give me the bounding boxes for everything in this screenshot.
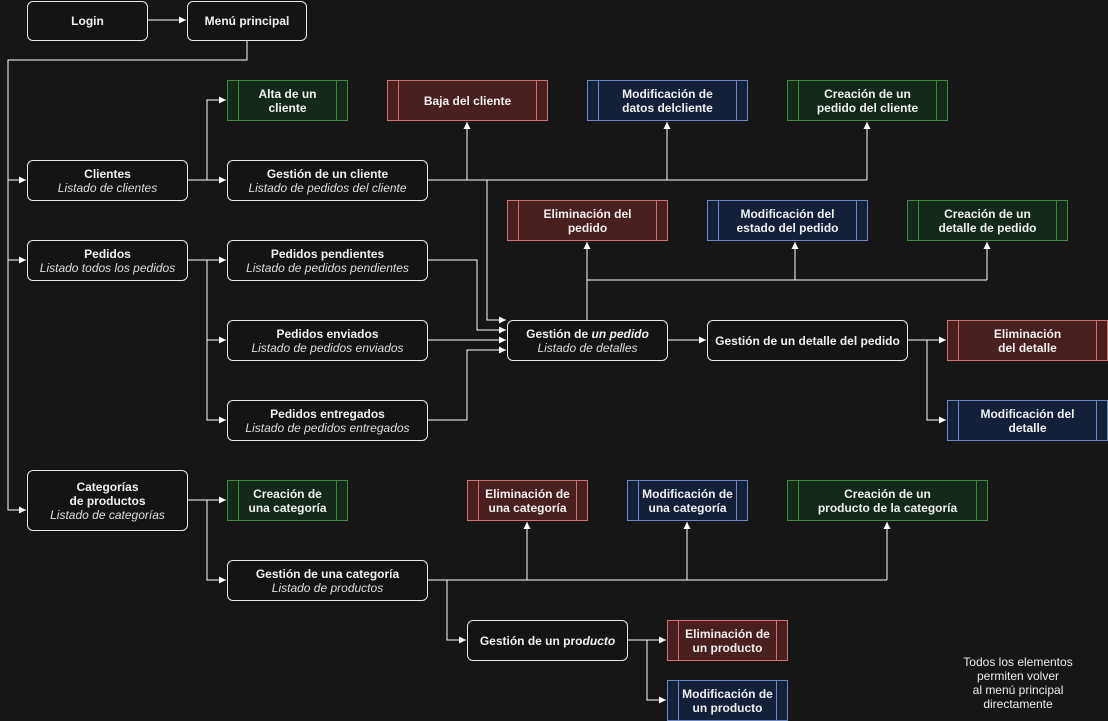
pedidos-pendientes-subtitle: Listado de pedidos pendientes — [246, 260, 409, 275]
pedidos-entregados-node[interactable]: Pedidos entregados Listado de pedidos en… — [227, 400, 428, 441]
gestion-cliente-subtitle: Listado de pedidos del cliente — [248, 180, 407, 195]
categorias-title: Categorías de productos — [69, 479, 146, 508]
elim-detalle-label: Eliminación del detalle — [993, 326, 1062, 355]
navigation-note: Todos los elementos permiten volver al m… — [963, 655, 1073, 711]
edge-producto-mod — [646, 640, 666, 704]
crear-pedido-cliente-label: Creación de un pedido del cliente — [816, 86, 919, 115]
pedidos-subtitle: Listado todos los pedidos — [39, 260, 176, 275]
crear-detalle-label: Creación de un detalle de pedido — [938, 206, 1037, 235]
elim-pedido-node[interactable]: Eliminación del pedido — [507, 200, 668, 241]
mod-estado-pedido-node[interactable]: Modificación del estado del pedido — [707, 200, 868, 241]
pedidos-node[interactable]: Pedidos Listado todos los pedidos — [27, 240, 188, 281]
gestion-producto-title: Gestión de un producto — [479, 633, 616, 648]
gestion-cliente-title: Gestión de un cliente — [266, 166, 389, 181]
pedidos-enviados-node[interactable]: Pedidos enviados Listado de pedidos envi… — [227, 320, 428, 361]
mod-producto-node[interactable]: Modificación de un producto — [667, 680, 788, 721]
pedidos-enviados-subtitle: Listado de pedidos enviados — [251, 340, 404, 355]
login-node[interactable]: Login — [27, 1, 148, 41]
baja-cliente-node[interactable]: Baja del cliente — [387, 80, 548, 121]
pedidos-title: Pedidos — [84, 246, 131, 261]
mod-categoria-label: Modificación de una categoría — [642, 486, 733, 515]
login-label: Login — [71, 14, 104, 28]
clientes-title: Clientes — [84, 166, 131, 181]
edge-clientes-alta — [206, 96, 226, 180]
alta-cliente-label: Alta de un cliente — [258, 86, 317, 115]
gestion-cliente-node[interactable]: Gestión de un cliente Listado de pedidos… — [227, 160, 428, 201]
gestion-pedido-node[interactable]: Gestión de un pedido Listado de detalles — [507, 320, 668, 361]
gestion-pedido-title: Gestión de un pedido — [526, 326, 649, 341]
mod-categoria-node[interactable]: Modificación de una categoría — [627, 480, 748, 521]
mod-cliente-node[interactable]: Modificación de datos delcliente — [587, 80, 748, 121]
elim-detalle-node[interactable]: Eliminación del detalle — [947, 320, 1108, 361]
edge-gestionpedido-acciones — [586, 279, 987, 320]
gestion-categoria-node[interactable]: Gestión de una categoría Listado de prod… — [227, 560, 428, 601]
pedidos-enviados-title: Pedidos enviados — [276, 326, 379, 341]
edge-pendientes-gestionpedido — [428, 259, 506, 334]
edge-pedidos-enviados — [206, 260, 226, 344]
pedidos-entregados-title: Pedidos entregados — [270, 406, 385, 421]
crear-categoria-label: Creación de una categoría — [248, 486, 327, 515]
mod-producto-label: Modificación de un producto — [682, 686, 773, 715]
mod-estado-pedido-label: Modificación del estado del pedido — [736, 206, 839, 235]
mod-cliente-label: Modificación de datos delcliente — [622, 86, 713, 115]
clientes-subtitle: Listado de clientes — [57, 180, 158, 195]
edge-menu-clientes — [7, 41, 248, 184]
gestion-pedido-subtitle: Listado de detalles — [537, 340, 638, 355]
gestion-producto-node[interactable]: Gestión de un producto — [467, 620, 628, 661]
crear-producto-node[interactable]: Creación de un producto de la categoría — [787, 480, 988, 521]
main-menu-label: Menú principal — [204, 14, 290, 28]
crear-producto-label: Creación de un producto de la categoría — [817, 486, 958, 515]
clientes-node[interactable]: Clientes Listado de clientes — [27, 160, 188, 201]
elim-producto-node[interactable]: Eliminación de un producto — [667, 620, 788, 661]
crear-detalle-node[interactable]: Creación de un detalle de pedido — [907, 200, 1068, 241]
gestion-detalle-node[interactable]: Gestión de un detalle del pedido — [707, 320, 908, 361]
mod-detalle-node[interactable]: Modificación del detalle — [947, 400, 1108, 441]
gestion-detalle-title: Gestión de un detalle del pedido — [715, 333, 900, 348]
edge-menu-categorias — [7, 260, 26, 514]
elim-producto-label: Eliminación de un producto — [685, 626, 770, 655]
pedidos-entregados-subtitle: Listado de pedidos entregados — [245, 420, 410, 435]
crear-categoria-node[interactable]: Creación de una categoría — [227, 480, 348, 521]
mod-detalle-label: Modificación del detalle — [980, 406, 1075, 435]
main-menu-node[interactable]: Menú principal — [187, 1, 307, 41]
edge-categorias-gestion — [206, 500, 226, 584]
elim-categoria-label: Eliminación de una categoría — [485, 486, 570, 515]
edge-menu-pedidos — [7, 180, 26, 264]
edge-pedidos-entregados — [206, 340, 226, 424]
baja-cliente-label: Baja del cliente — [423, 93, 512, 108]
edge-entregados-gestionpedido — [428, 346, 506, 421]
elim-pedido-label: Eliminación del pedido — [543, 206, 632, 235]
pedidos-pendientes-node[interactable]: Pedidos pendientes Listado de pedidos pe… — [227, 240, 428, 281]
alta-cliente-node[interactable]: Alta de un cliente — [227, 80, 348, 121]
gestion-categoria-subtitle: Listado de productos — [271, 580, 384, 595]
crear-pedido-cliente-node[interactable]: Creación de un pedido del cliente — [787, 80, 948, 121]
edge-detalle-mod — [926, 340, 946, 424]
gestion-categoria-title: Gestión de una categoría — [255, 566, 400, 581]
edge-gestioncliente-gestionpedido — [486, 180, 506, 324]
categorias-subtitle: Listado de categorías — [50, 507, 165, 522]
elim-categoria-node[interactable]: Eliminación de una categoría — [467, 480, 588, 521]
pedidos-pendientes-title: Pedidos pendientes — [270, 246, 385, 261]
categorias-node[interactable]: Categorías de productos Listado de categ… — [27, 470, 188, 531]
edge-gestioncategoria-producto — [446, 580, 466, 644]
